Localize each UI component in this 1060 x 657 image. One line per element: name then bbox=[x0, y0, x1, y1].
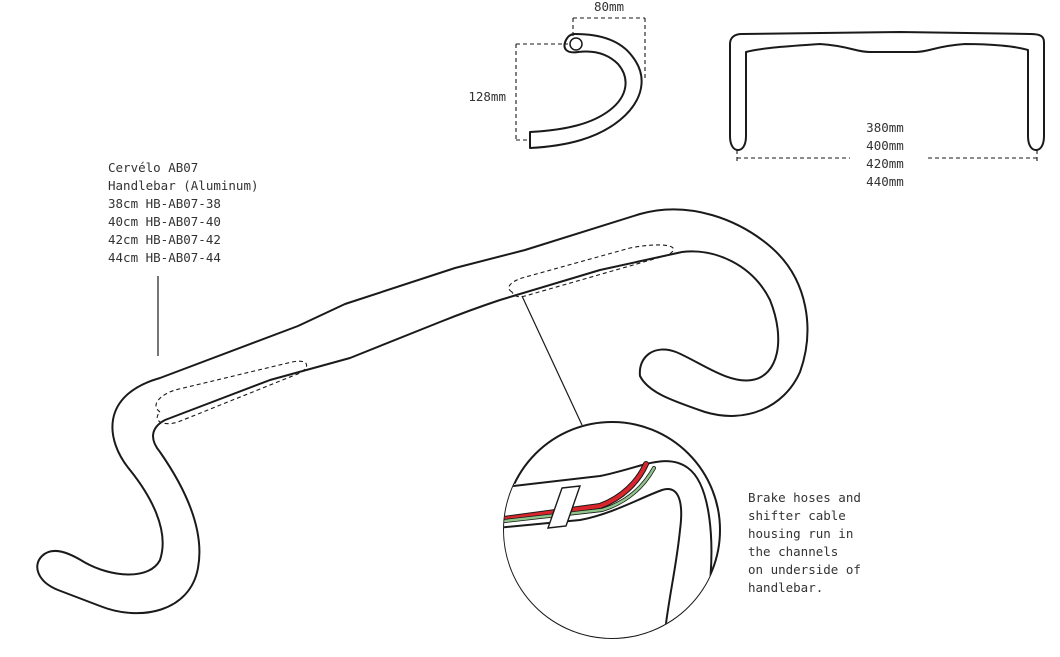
detail-leader-line bbox=[521, 295, 583, 426]
product-label-line: Handlebar (Aluminum) bbox=[108, 178, 259, 193]
shifter-housing bbox=[504, 466, 656, 524]
width-label: 420mm bbox=[866, 156, 904, 171]
detail-view bbox=[503, 421, 721, 639]
callout-line: shifter cable bbox=[748, 508, 846, 523]
callout-line: housing run in bbox=[748, 526, 853, 541]
callout-line: on underside of bbox=[748, 562, 861, 577]
cable-channel-left bbox=[155, 360, 308, 425]
detail-bar-lower-edge bbox=[504, 488, 683, 638]
callout-line: handlebar. bbox=[748, 580, 823, 595]
product-label-line: 40cm HB-AB07-40 bbox=[108, 214, 221, 229]
brake-hose bbox=[504, 462, 648, 522]
product-label-line: Cervélo AB07 bbox=[108, 160, 198, 175]
drop-label: 128mm bbox=[468, 89, 506, 104]
cable-channel-right bbox=[508, 244, 675, 298]
product-label-line: 38cm HB-AB07-38 bbox=[108, 196, 221, 211]
front-view: 380mm 400mm 420mm 440mm bbox=[729, 31, 1045, 189]
front-view-outline bbox=[729, 31, 1045, 151]
reach-label: 80mm bbox=[594, 0, 624, 14]
detail-bar-upper-edge bbox=[504, 460, 713, 638]
side-view-clamp bbox=[569, 37, 583, 51]
callout-text: Brake hoses and shifter cable housing ru… bbox=[748, 490, 861, 595]
width-label: 440mm bbox=[866, 174, 904, 189]
product-label-line: 44cm HB-AB07-44 bbox=[108, 250, 221, 265]
product-label-line: 42cm HB-AB07-42 bbox=[108, 232, 221, 247]
handlebar-outline bbox=[36, 208, 809, 615]
product-label: Cervélo AB07 Handlebar (Aluminum) 38cm H… bbox=[108, 160, 259, 265]
side-view: 80mm 128mm bbox=[468, 0, 646, 149]
width-label: 380mm bbox=[866, 120, 904, 135]
callout-line: Brake hoses and bbox=[748, 490, 861, 505]
cable-clip bbox=[546, 485, 582, 529]
handlebar-main bbox=[36, 208, 809, 615]
width-label: 400mm bbox=[866, 138, 904, 153]
callout-line: the channels bbox=[748, 544, 838, 559]
side-view-outline bbox=[529, 33, 643, 149]
